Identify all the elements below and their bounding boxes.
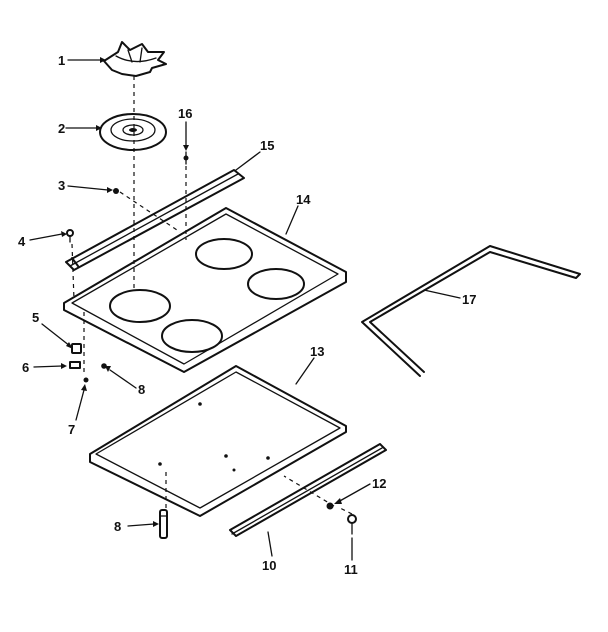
part-16-screw bbox=[183, 151, 189, 165]
callout-12: 12 bbox=[372, 476, 386, 491]
part-12-nut bbox=[326, 502, 334, 510]
part-6-bracket bbox=[69, 361, 81, 369]
callout-8-upper: 8 bbox=[138, 382, 145, 397]
callout-5: 5 bbox=[32, 310, 39, 325]
callout-13: 13 bbox=[310, 344, 324, 359]
callout-16: 16 bbox=[178, 106, 192, 121]
callout-2: 2 bbox=[58, 121, 65, 136]
callout-labels: 1 2 3 4 5 6 7 8 8 10 11 12 13 14 15 16 1… bbox=[18, 53, 476, 577]
assembly-lines bbox=[71, 76, 353, 515]
part-13-burner-box bbox=[89, 365, 347, 517]
callout-15: 15 bbox=[260, 138, 274, 153]
callout-8-lower: 8 bbox=[114, 519, 121, 534]
part-17-wire-frame bbox=[361, 245, 581, 377]
part-11-screw bbox=[347, 514, 357, 535]
part-3-nut bbox=[113, 188, 119, 194]
callout-17: 17 bbox=[462, 292, 476, 307]
callout-3: 3 bbox=[58, 178, 65, 193]
callout-7: 7 bbox=[68, 422, 75, 437]
leader-lines bbox=[29, 57, 461, 561]
part-14-cooktop bbox=[63, 207, 347, 373]
part-8-screw bbox=[101, 363, 107, 369]
callout-4: 4 bbox=[18, 234, 26, 249]
part-5-clip bbox=[71, 343, 82, 354]
callout-10: 10 bbox=[262, 558, 276, 573]
part-15-trim-strip bbox=[65, 169, 245, 271]
callout-1: 1 bbox=[58, 53, 65, 68]
callout-11: 11 bbox=[344, 562, 358, 577]
callout-14: 14 bbox=[296, 192, 311, 207]
part-7-screw bbox=[83, 377, 89, 383]
part-1-spider bbox=[103, 41, 167, 77]
part-10-channel-strip bbox=[229, 443, 387, 537]
part-4-screw bbox=[66, 229, 74, 243]
part-8-pin bbox=[159, 509, 168, 539]
callout-6: 6 bbox=[22, 360, 29, 375]
part-2-drip-bowl bbox=[99, 113, 167, 151]
